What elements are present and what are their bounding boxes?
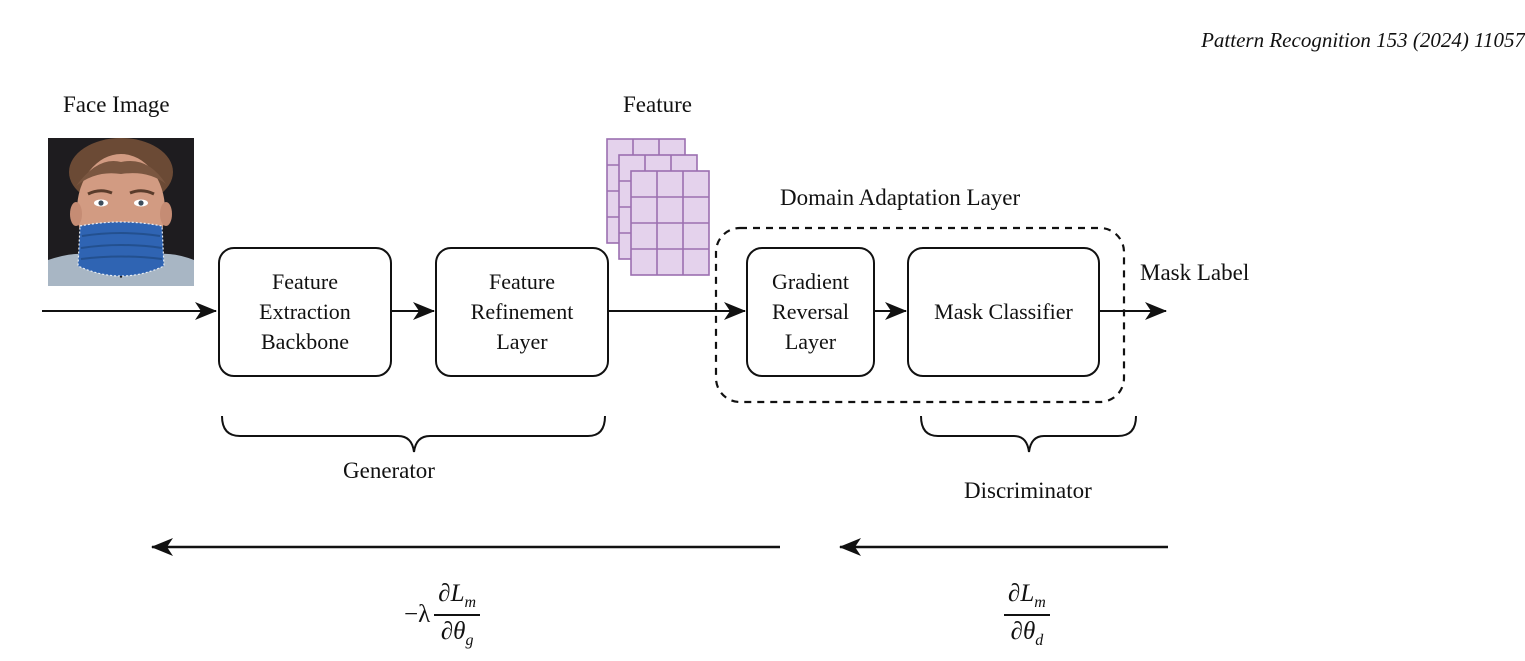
box-line: Layer (784, 329, 837, 354)
feature-extraction-backbone-box: Feature Extraction Backbone (218, 247, 392, 377)
face-image-label: Face Image (63, 92, 170, 117)
discriminator-gradient-formula: ∂Lm ∂θd (1004, 580, 1050, 650)
discriminator-label: Discriminator (964, 478, 1092, 503)
generator-gradient-formula: −λ ∂Lm ∂θg (404, 580, 481, 650)
box-line: Extraction (259, 299, 351, 324)
feature-label: Feature (623, 92, 692, 117)
box-line: Feature (272, 269, 338, 294)
masked-face-image (48, 138, 194, 286)
formula-denominator: ∂θd (1010, 618, 1044, 649)
generator-brace (221, 415, 606, 453)
feature-map-grid (630, 170, 710, 276)
discriminator-brace (920, 415, 1137, 453)
box-line: Gradient (772, 269, 849, 294)
box-line: Feature (489, 269, 555, 294)
box-line: Layer (496, 329, 548, 354)
box-line: Reversal (772, 299, 849, 324)
mask-classifier-box: Mask Classifier (907, 247, 1100, 377)
mask-label-output: Mask Label (1140, 260, 1250, 285)
formula-prefix: −λ (404, 601, 431, 628)
box-line: Refinement (470, 299, 574, 324)
formula-numerator: ∂Lm (1004, 580, 1050, 616)
domain-adaptation-region (714, 226, 1126, 404)
feature-refinement-layer-box: Feature Refinement Layer (435, 247, 609, 377)
box-line: Backbone (261, 329, 349, 354)
generator-label: Generator (343, 458, 435, 483)
formula-denominator: ∂θg (440, 618, 474, 649)
gradient-reversal-layer-box: Gradient Reversal Layer (746, 247, 875, 377)
feature-map-stack (606, 138, 710, 276)
box-line: Mask Classifier (934, 299, 1073, 324)
domain-adaptation-label: Domain Adaptation Layer (780, 185, 1021, 210)
journal-citation: Pattern Recognition 153 (2024) 11057 (1201, 28, 1525, 52)
formula-numerator: ∂Lm (434, 580, 481, 616)
